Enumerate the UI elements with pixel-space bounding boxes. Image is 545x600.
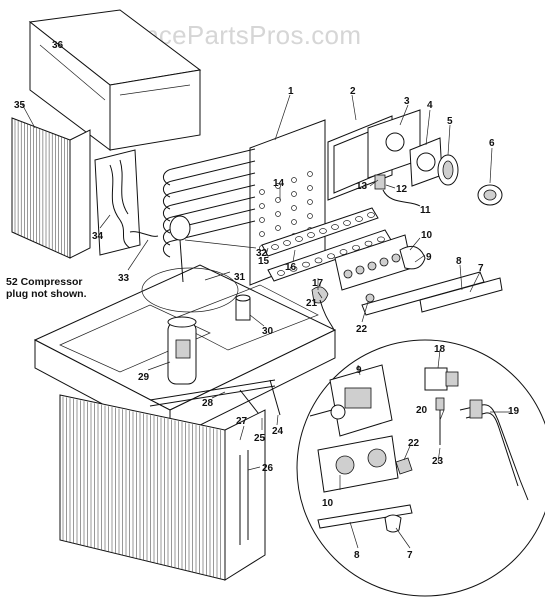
condenser-coil-26 [59,394,266,581]
callout-11: 11 [420,205,431,216]
callout-labels: 1 2 3 4 5 6 13 12 11 14 10 9 8 7 15 16 1… [14,40,520,561]
callout-1: 1 [288,86,294,97]
clip-7-detail [384,514,402,533]
motor-6 [477,184,503,206]
compressor-29 [167,316,197,385]
note-line-2: plug not shown. [6,288,87,300]
callout-10-detail: 10 [322,498,334,509]
bracket-8 [361,271,503,316]
callout-3: 3 [404,96,410,107]
callout-12: 12 [396,184,408,195]
callout-17: 17 [312,278,324,289]
callout-30: 30 [262,326,274,337]
sensor-20 [435,397,445,445]
side-coil-35 [11,117,91,259]
switch-18 [424,367,459,391]
callout-35: 35 [14,100,26,111]
callout-22-top: 22 [356,324,368,335]
panel-34 [94,149,141,256]
callout-22-detail: 22 [408,438,420,449]
fitting-22-detail [395,457,413,475]
callout-29: 29 [138,372,150,383]
callout-36: 36 [52,40,64,51]
callout-15: 15 [258,256,270,267]
callout-18: 18 [434,344,446,355]
callout-4: 4 [427,100,433,111]
callout-14: 14 [273,178,285,189]
detail-inset [296,339,545,597]
callout-26: 26 [262,463,274,474]
callout-2: 2 [350,86,356,97]
leader-lines [21,94,510,549]
motor-32 [169,215,191,283]
burner-16 [261,207,392,282]
callout-20: 20 [416,405,428,416]
callout-34: 34 [92,231,104,242]
callout-33: 33 [118,273,130,284]
compressor-plug-note: 52 Compressor plug not shown. [6,276,86,300]
callout-24: 24 [272,426,284,437]
callout-9-detail: 9 [356,365,362,376]
manifold-10 [317,435,399,493]
capacitor-30 [235,294,251,321]
pilot-tube-19 [459,399,529,501]
callout-19: 19 [508,406,520,417]
callout-8-top: 8 [456,256,462,267]
callout-5: 5 [447,116,453,127]
callout-25: 25 [254,433,266,444]
callout-13: 13 [356,181,368,192]
callout-28: 28 [202,398,214,409]
callout-7-detail: 7 [407,550,413,561]
top-cover-36 [28,9,202,151]
wire-33 [129,231,159,237]
callout-7-top: 7 [478,263,484,274]
callout-16: 16 [285,262,297,273]
callout-6: 6 [489,138,495,149]
note-line-1: 52 Compressor [6,276,83,288]
callout-8-detail: 8 [354,550,360,561]
fitting-22 [365,293,375,303]
callout-23: 23 [432,456,444,467]
gasket-3 [367,109,421,179]
callout-32: 32 [256,248,268,259]
blower-wheel-5 [437,154,459,186]
gas-valve-9 [309,364,393,437]
callout-31: 31 [234,272,246,283]
bracket-8-detail [317,504,413,529]
callout-21: 21 [306,298,318,309]
callout-10-top: 10 [421,230,433,241]
callout-9-top: 9 [426,252,432,263]
gas-valve-top-10 [334,234,426,291]
callout-27: 27 [236,416,248,427]
